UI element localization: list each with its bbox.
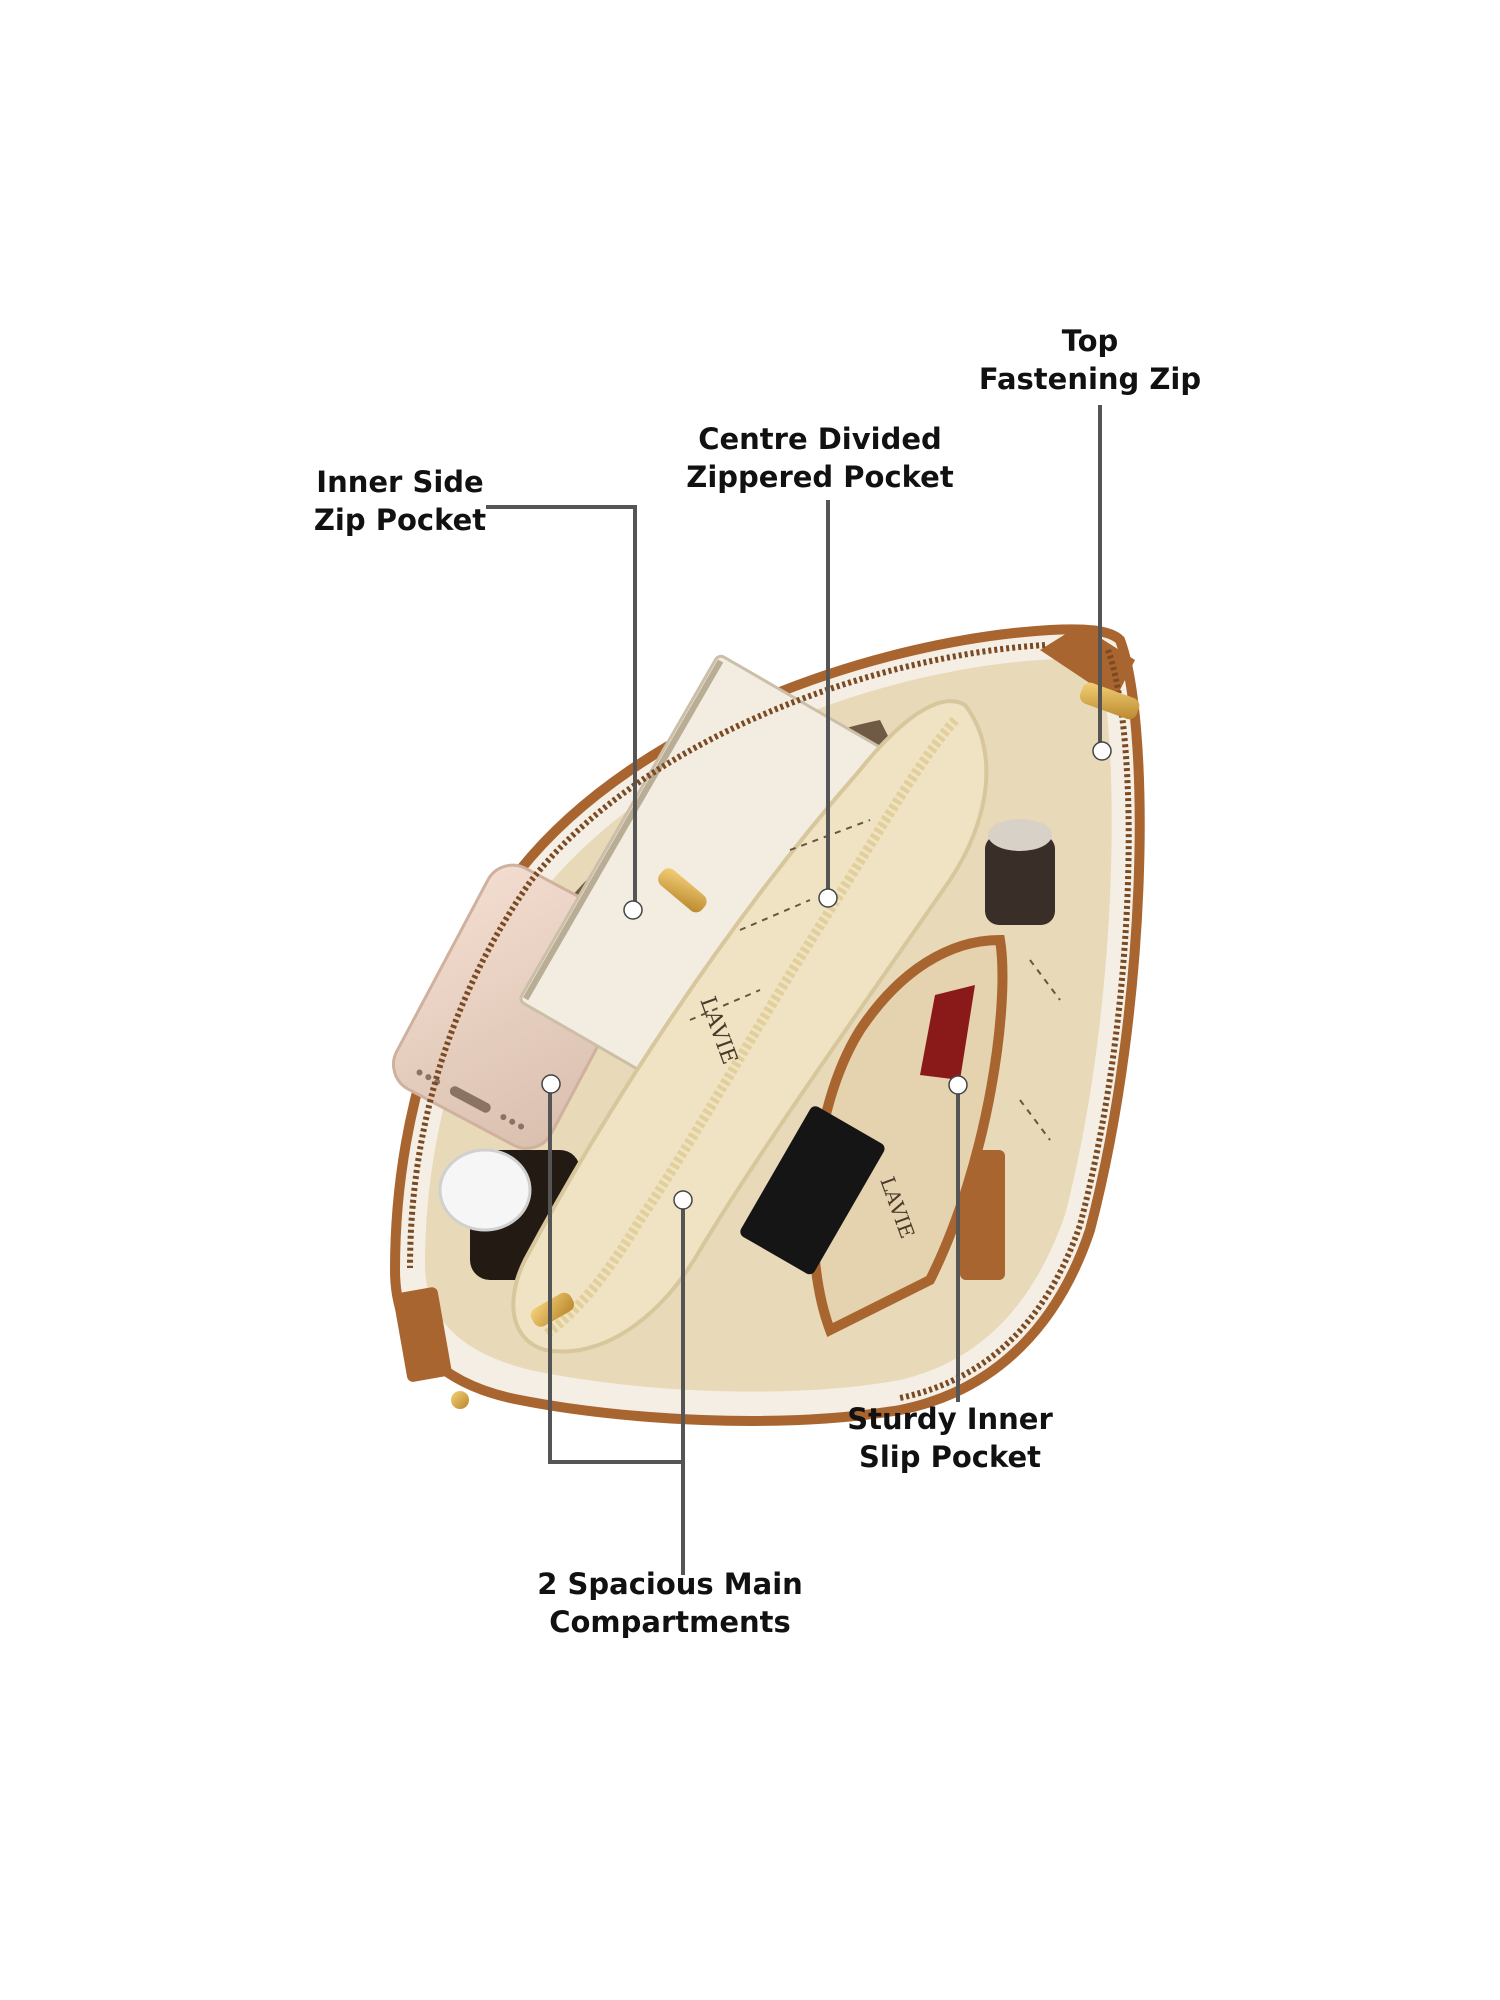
callout-line: 2 Spacious Main (537, 1567, 803, 1601)
leader-main-compartments (548, 1085, 685, 1575)
lipstick (740, 1106, 885, 1275)
callout-top-fastening-zip: Top Fastening Zip (960, 322, 1220, 398)
notebook (519, 654, 892, 1100)
zip-puller-top (1079, 682, 1140, 720)
callout-line: Top (1061, 324, 1119, 358)
zip-puller-side (658, 868, 707, 913)
callout-sturdy-inner-slip-pocket: Sturdy Inner Slip Pocket (820, 1400, 1080, 1476)
callout-line: Centre Divided (698, 422, 942, 456)
callout-line: Zip Pocket (313, 503, 487, 537)
dot-main-right (673, 1190, 693, 1210)
callout-main-compartments: 2 Spacious Main Compartments (520, 1565, 820, 1641)
red-item (920, 985, 975, 1080)
dot-centre-pocket (818, 888, 838, 908)
callout-line: Sturdy Inner (847, 1402, 1053, 1436)
dot-slip-pocket (948, 1075, 968, 1095)
callout-line: Compartments (549, 1605, 791, 1639)
dot-main-left (541, 1074, 561, 1094)
top-zipper-track-left (407, 642, 1046, 1269)
side-tab-left (393, 1287, 452, 1382)
callout-inner-side-zip-pocket: Inner Side Zip Pocket (290, 463, 510, 539)
small-bottle (985, 819, 1055, 925)
callout-centre-divided-pocket: Centre Divided Zippered Pocket (670, 420, 970, 496)
callout-line: Slip Pocket (858, 1440, 1042, 1474)
strap-ring (451, 1391, 469, 1409)
leader-lines (486, 405, 1102, 1575)
dot-top-zip (1092, 741, 1112, 761)
pouch-zipper (542, 716, 959, 1340)
lining-pattern (689, 819, 1061, 1141)
callout-line: Fastening Zip (978, 362, 1202, 396)
zip-puller-pouch (530, 1292, 574, 1327)
dot-inner-side (623, 900, 643, 920)
shoulder-strap-end (1040, 625, 1135, 700)
callout-line: Zippered Pocket (686, 460, 954, 494)
callout-line: Inner Side (316, 465, 484, 499)
top-zipper-track (899, 648, 1132, 1401)
leader-inner-side (486, 505, 637, 908)
